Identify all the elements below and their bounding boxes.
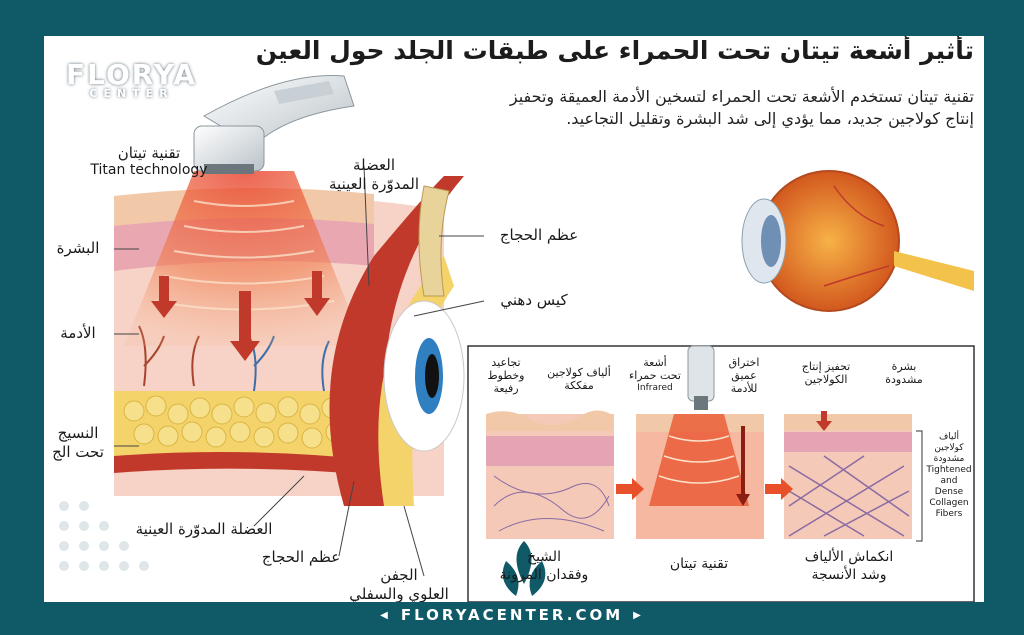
florya-logo: FLORYA CENTER <box>66 58 197 100</box>
label-orbicularis-top: العضلة المدوّرة العينية <box>309 156 439 194</box>
footer-arrow-left-icon: ◀ <box>380 610 391 621</box>
footer-site-text: FLORYACENTER.COM <box>401 606 623 624</box>
label-epidermis: البشرة <box>44 239 112 257</box>
label-dermis: الأدمة <box>44 324 112 342</box>
label-orbital-bone-bottom: عظم الحجاج <box>256 548 346 566</box>
eyeball-illustration <box>742 171 974 311</box>
page-subtitle: تقنية تيتان تستخدم الأشعة تحت الحمراء لت… <box>404 86 974 130</box>
label-orbital-bone: عظم الحجاج <box>484 226 594 244</box>
subtitle-line-2: إنتاج كولاجين جديد، مما يؤدي إلى شد البش… <box>404 108 974 130</box>
label-orbicularis-bottom: العضلة المدوّرة العينية <box>124 520 284 538</box>
infographic-panel: تأثير أشعة تيتان تحت الحمراء على طبقات ا… <box>44 36 984 602</box>
label-eyelids: الجفن العلوي والسفلي <box>344 566 454 602</box>
footer-arrow-right-icon: ▶ <box>633 610 644 621</box>
label-subcutaneous: النسيج تحت الج <box>44 424 112 462</box>
label-fat-pad: كيس دهني <box>489 291 579 309</box>
subtitle-line-1: تقنية تيتان تستخدم الأشعة تحت الحمراء لت… <box>404 86 974 108</box>
footer-website: ◀ FLORYACENTER.COM ▶ <box>0 606 1024 624</box>
page-title: تأثير أشعة تيتان تحت الحمراء على طبقات ا… <box>204 36 974 65</box>
inset-caption-titan: تقنية تيتان <box>649 556 749 572</box>
label-titan: تقنية تيتان Titan technology <box>84 144 214 178</box>
